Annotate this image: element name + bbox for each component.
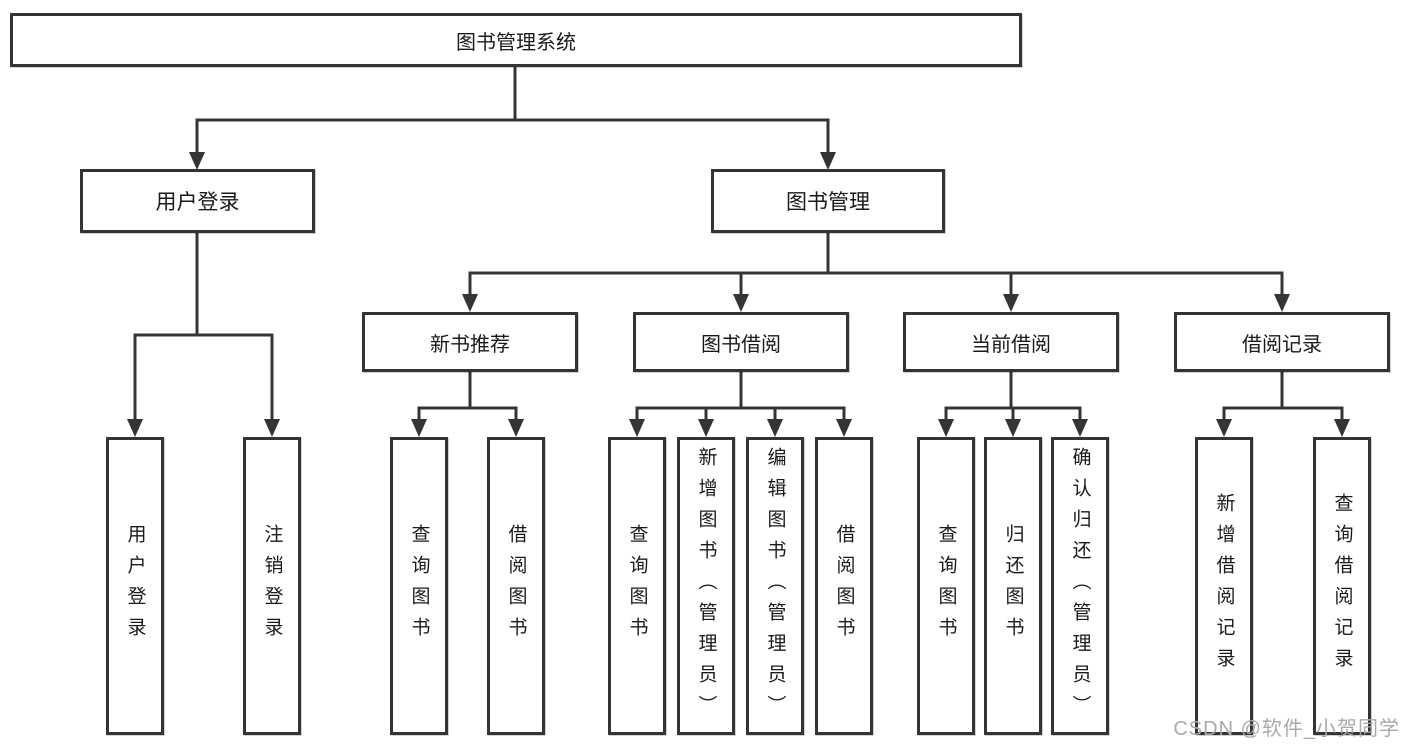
node-user-login-action: 用户登录 xyxy=(106,437,164,735)
node-confirm-return-admin: 确认归还（管理员） xyxy=(1051,437,1109,735)
node-add-borrow-record: 新增借阅记录 xyxy=(1195,437,1253,735)
node-query-borrow-record: 查询借阅记录 xyxy=(1313,437,1371,735)
connector-new-book-rec-children xyxy=(411,369,524,437)
node-label: 查询借阅记录 xyxy=(1331,493,1353,679)
node-label: 用户登录 xyxy=(124,524,146,648)
node-label: 图书管理系统 xyxy=(456,31,576,54)
node-label: 归还图书 xyxy=(1002,524,1024,648)
node-book-management: 图书管理 xyxy=(711,169,945,233)
node-current-borrowing: 当前借阅 xyxy=(903,312,1119,372)
node-edit-books-admin: 编辑图书（管理员） xyxy=(746,437,804,735)
csdn-watermark: CSDN @软件_小贺同学 xyxy=(1173,718,1400,740)
node-label: 用户登录 xyxy=(155,191,240,214)
connector-user-login-children xyxy=(127,230,280,437)
node-label: 新书推荐 xyxy=(430,333,510,356)
node-label: 借阅图书 xyxy=(505,524,527,648)
node-label: 新增图书（管理员） xyxy=(695,446,717,726)
node-book-borrowing: 图书借阅 xyxy=(633,312,849,372)
node-add-books-admin: 新增图书（管理员） xyxy=(677,437,735,735)
node-query-books-rec: 查询图书 xyxy=(390,437,448,735)
node-label: 借阅图书 xyxy=(833,524,855,648)
node-label: 图书管理 xyxy=(786,191,870,214)
node-user-login: 用户登录 xyxy=(80,169,315,233)
node-borrow-books: 借阅图书 xyxy=(815,437,873,735)
node-library-management-system: 图书管理系统 xyxy=(10,13,1022,67)
node-borrow-books-rec: 借阅图书 xyxy=(487,437,545,735)
node-label: 确认归还（管理员） xyxy=(1069,446,1091,726)
node-new-book-recommendation: 新书推荐 xyxy=(362,312,578,372)
node-label: 编辑图书（管理员） xyxy=(764,446,786,726)
node-query-books-current: 查询图书 xyxy=(917,437,975,735)
node-label: 查询图书 xyxy=(935,524,957,648)
connector-book-borrow-children xyxy=(629,369,852,437)
node-logout: 注销登录 xyxy=(243,437,301,735)
node-label: 查询图书 xyxy=(408,524,430,648)
node-label: 借阅记录 xyxy=(1242,333,1322,356)
node-label: 查询图书 xyxy=(626,524,648,648)
connector-borrow-records-children xyxy=(1216,369,1350,437)
connector-book-mgmt-to-level2 xyxy=(462,230,1290,312)
connector-root-to-level1 xyxy=(189,65,836,170)
node-borrowing-records: 借阅记录 xyxy=(1174,312,1390,372)
node-label: 新增借阅记录 xyxy=(1213,493,1235,679)
node-label: 注销登录 xyxy=(261,524,283,648)
node-label: 图书借阅 xyxy=(701,333,781,356)
node-label: 当前借阅 xyxy=(971,333,1051,356)
node-query-books-borrow: 查询图书 xyxy=(608,437,666,735)
node-return-books: 归还图书 xyxy=(984,437,1042,735)
connector-current-borrow-children xyxy=(938,369,1088,437)
